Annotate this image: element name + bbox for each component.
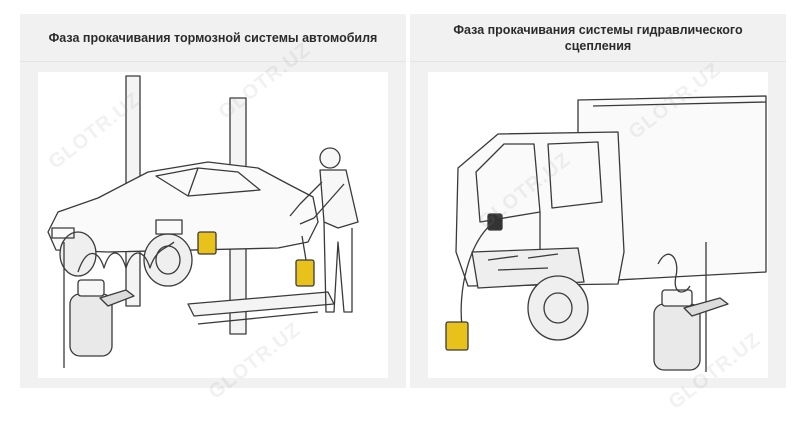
brake-bleeding-caption: Фаза прокачивания тормозной системы авто… xyxy=(20,14,406,62)
brake-bleeding-panel: Фаза прокачивания тормозной системы авто… xyxy=(20,14,406,388)
truck-drawing xyxy=(445,95,767,372)
car-lift-drawing xyxy=(47,75,359,368)
clutch-bleeding-caption: Фаза прокачивания системы гидравлическог… xyxy=(410,14,786,62)
truck-illustration xyxy=(428,72,768,378)
car-on-lift-illustration xyxy=(38,72,388,378)
clutch-bleeding-panel: Фаза прокачивания системы гидравлическог… xyxy=(410,14,786,388)
